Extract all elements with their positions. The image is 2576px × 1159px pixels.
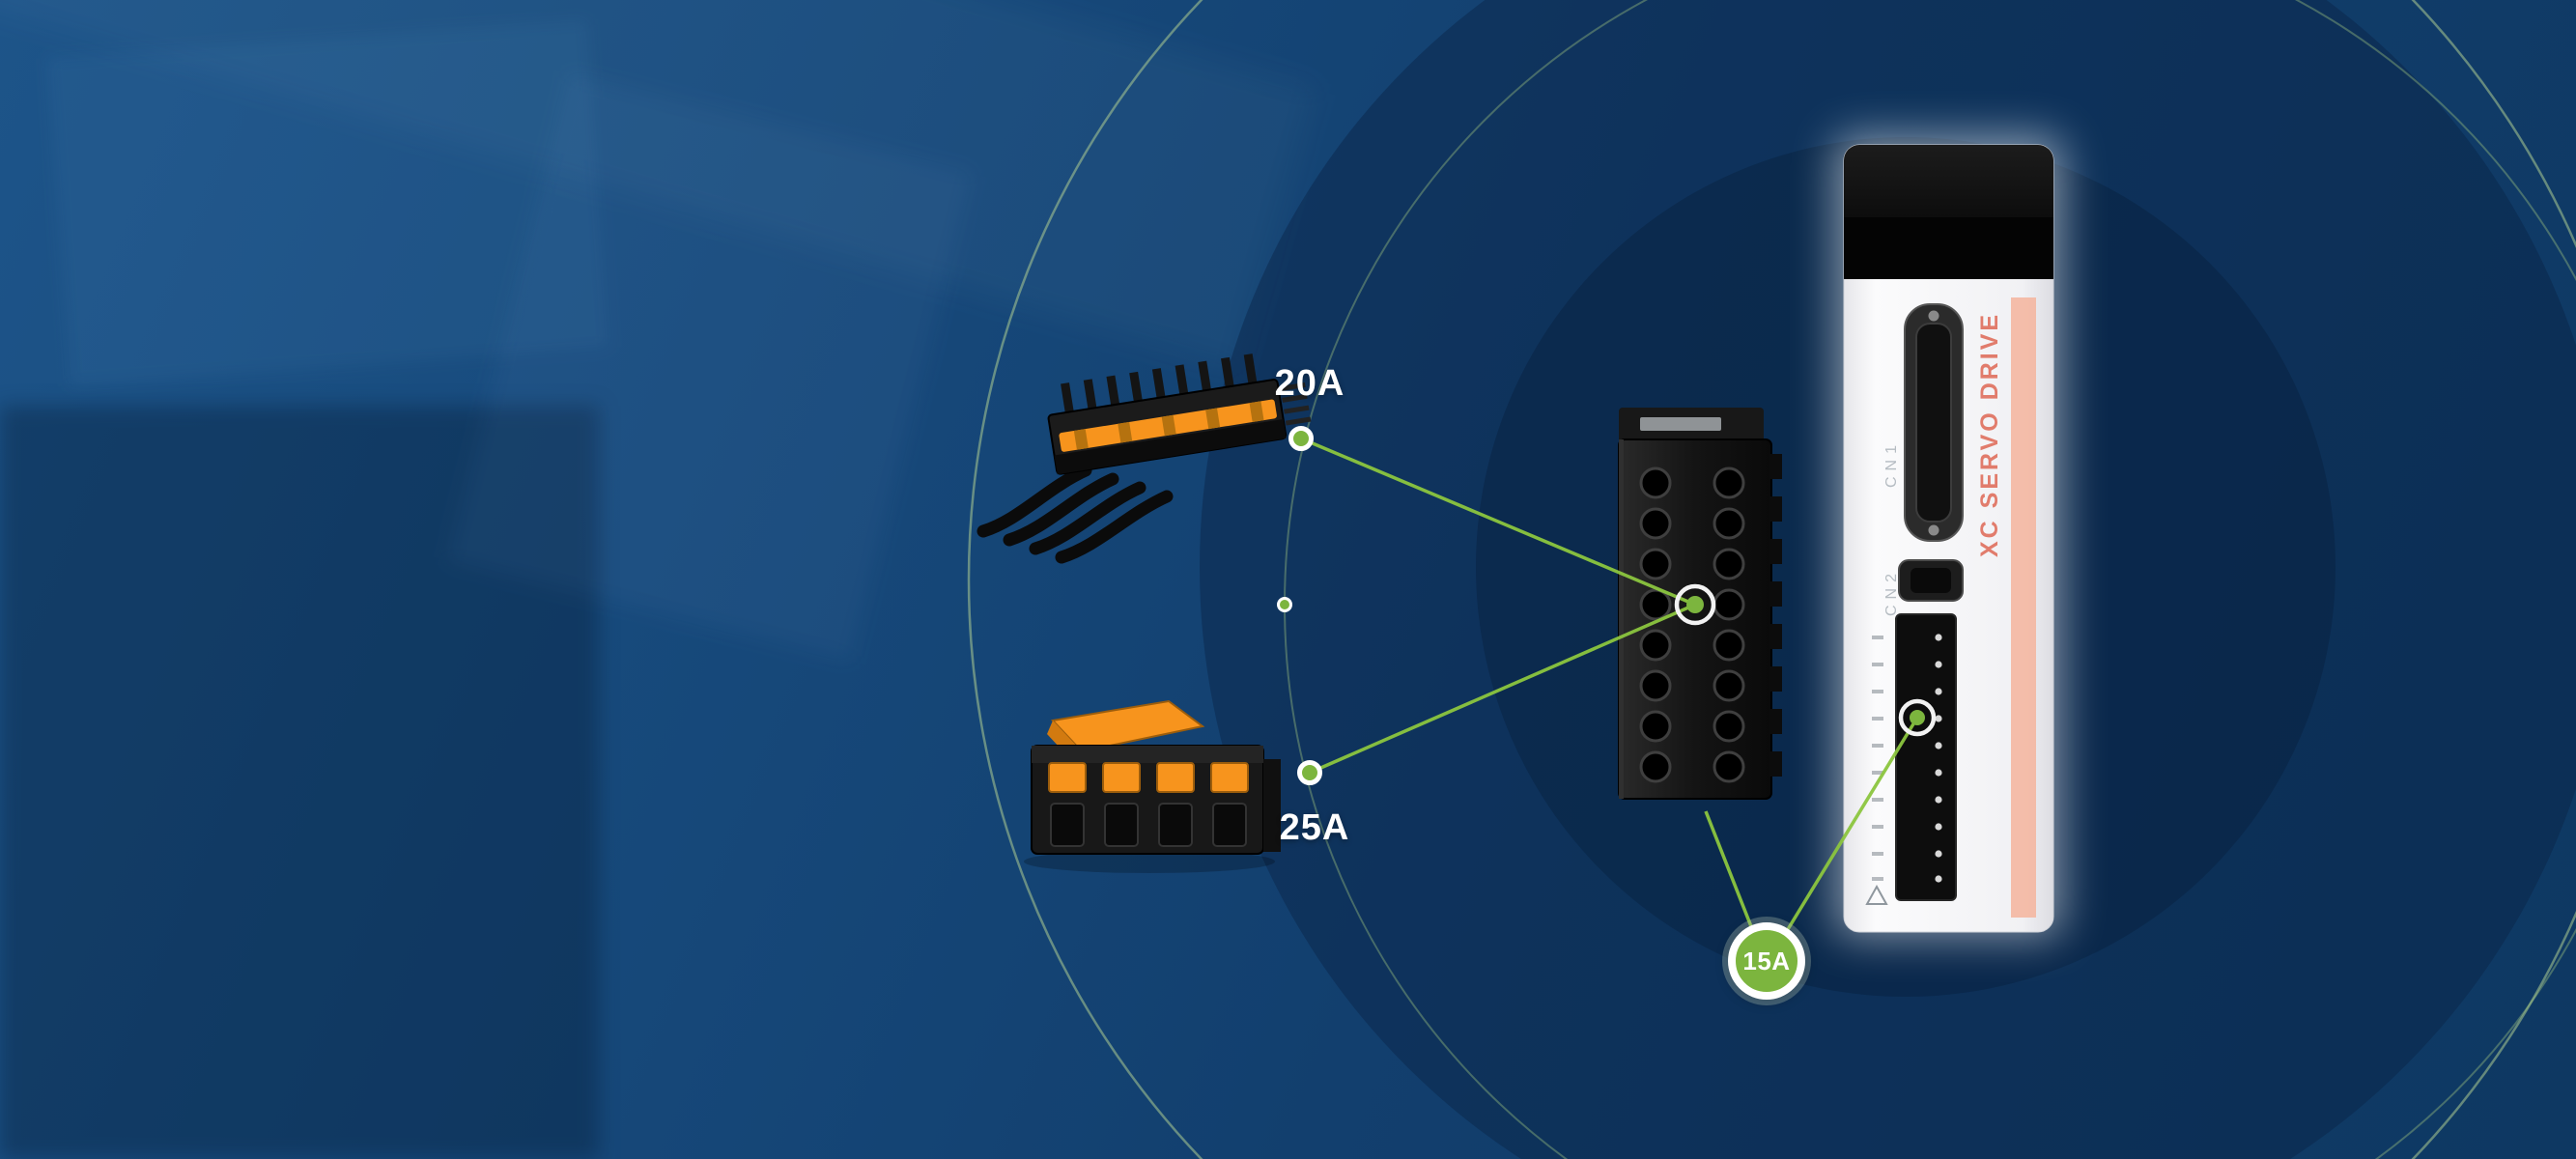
lever-actuators	[1048, 762, 1249, 793]
plug-connector-with-wires	[977, 353, 1312, 564]
lever-body-end	[1263, 759, 1281, 852]
servo-terminal-pins	[1935, 634, 1942, 883]
rating-dots	[1277, 426, 1322, 785]
terminal-block-holes	[1639, 466, 1745, 783]
rating-badge-15a: 15A	[1728, 922, 1805, 1000]
callout-lines	[1300, 437, 1919, 945]
warning-triangle-icon	[1865, 884, 1888, 905]
servo-top-cap-lower	[1844, 217, 2053, 279]
terminal-block-body	[1618, 438, 1772, 800]
lever-body-top-face	[1032, 746, 1263, 763]
plug-body-lower	[1054, 418, 1287, 475]
plug-pin-comb	[1061, 353, 1258, 417]
servo-highlight-dot	[1910, 710, 1925, 725]
line-25a-to-block	[1309, 603, 1696, 775]
lever-connector-group	[1031, 699, 1281, 855]
servo-side-stripe	[2011, 297, 2036, 918]
lever-handle	[1050, 699, 1205, 753]
servo-power-terminal	[1895, 613, 1957, 901]
line-15a-to-servo	[1780, 717, 1919, 940]
servo-cn2-label: CN2	[1883, 567, 1900, 616]
servo-terminal-label-marks	[1872, 636, 1883, 881]
rating-label-20a: 20A	[1274, 363, 1345, 404]
dot-middle	[1277, 597, 1292, 612]
terminal-block-side-fins	[1769, 454, 1782, 777]
block-highlight-ring	[1674, 583, 1716, 626]
line-15a-to-block	[1704, 810, 1760, 945]
lever-wire-slots	[1050, 803, 1247, 847]
servo-cn1-label: CN1	[1883, 438, 1900, 488]
lever-connector	[1024, 699, 1281, 873]
terminal-block-label-strip	[1640, 417, 1721, 431]
dot-20a	[1288, 426, 1314, 451]
servo-cn1-screw-top	[1928, 310, 1939, 322]
block-highlight-dot	[1686, 596, 1704, 613]
line-20a-to-block	[1300, 437, 1696, 607]
dot-25a	[1297, 760, 1322, 785]
terminal-block-edge-highlight	[1619, 439, 1624, 799]
rating-badge-15a-text: 15A	[1742, 946, 1791, 975]
plug-orange-notches	[1073, 401, 1264, 450]
outer-guide-circle	[968, 0, 2576, 1159]
servo-model-text: XC SERVO DRIVE	[1976, 311, 2003, 558]
lever-connector-shadow	[1024, 850, 1275, 873]
terminal-block-connector	[1618, 408, 1782, 800]
servo-drive	[1834, 135, 2063, 938]
servo-highlight-ring	[1898, 698, 1937, 737]
servo-cn2-slot	[1911, 568, 1951, 593]
highlight-rings	[1674, 583, 1937, 737]
plug-side-pins	[1280, 382, 1312, 426]
servo-cn1-slot	[1915, 323, 1952, 523]
plug-wires	[977, 464, 1174, 564]
servo-cn1-screw-bottom	[1928, 524, 1939, 536]
plug-body-group	[1047, 353, 1312, 475]
rating-label-25a: 25A	[1279, 807, 1350, 848]
